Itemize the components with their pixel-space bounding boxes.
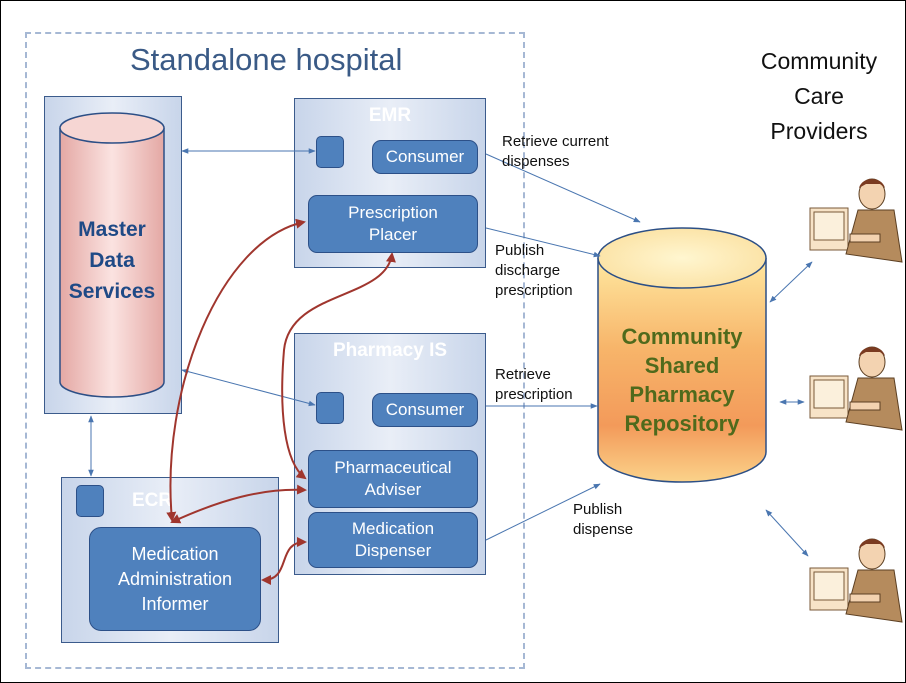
pharmacy-small-component (316, 392, 344, 424)
dispenser-line1: Medication (351, 519, 435, 538)
emr-consumer-box: Consumer (372, 140, 478, 174)
informer-line1: Medication (131, 543, 219, 564)
repository-line1: Community (621, 324, 743, 349)
retrieve-current-dispenses-label: Retrieve current dispenses (502, 132, 609, 172)
master-data-services-label: Master Data Services (60, 214, 164, 307)
arrow-emr-consumer-repo (485, 153, 641, 223)
publish-prescription-line2: discharge (495, 262, 561, 279)
publish-prescription-line3: prescription (495, 282, 573, 299)
arrow-placer-repo (485, 227, 601, 258)
red-arrow-informer-adviser (170, 484, 307, 524)
placer-line2: Placer (368, 225, 418, 244)
retrieve-dispenses-line1: Retrieve current (502, 133, 609, 150)
repository-label: Community Shared Pharmacy Repository (600, 322, 764, 438)
repository-line2: Shared (644, 353, 720, 378)
arrow-repo-provider-1 (769, 261, 813, 303)
pharmacy-consumer-label: Consumer (385, 400, 465, 419)
repository-line3: Pharmacy (629, 382, 735, 407)
community-title-line1: Community (760, 48, 878, 74)
community-title-line3: Providers (770, 118, 868, 144)
emr-consumer-label: Consumer (385, 147, 465, 166)
retrieve-prescription-line1: Retrieve (495, 366, 551, 383)
hospital-boundary (25, 32, 525, 669)
dispenser-line2: Dispenser (354, 541, 432, 560)
repository-cylinder (597, 227, 767, 483)
publish-prescription-line1: Publish (495, 242, 545, 259)
adviser-line1: Pharmaceutical (334, 458, 452, 477)
provider-figure-2 (809, 346, 903, 431)
provider-figure-3 (809, 538, 903, 623)
ecr-small-component (76, 485, 104, 517)
arrow-dispenser-repo (485, 483, 601, 541)
master-data-cylinder (59, 112, 165, 398)
arrow-mds-pharmacy (181, 368, 316, 407)
master-data-line2: Data (89, 249, 135, 272)
informer-line2: Administration (117, 568, 233, 589)
ecr-title: ECR (132, 490, 173, 511)
pharmaceutical-adviser-box: Pharmaceutical Adviser (308, 450, 478, 508)
medication-dispenser-box: Medication Dispenser (308, 512, 478, 568)
informer-line3: Informer (141, 593, 209, 614)
publish-dispense-line1: Publish (573, 501, 623, 518)
red-arrow-placer-adviser (281, 252, 396, 480)
master-data-line1: Master (78, 218, 146, 241)
red-arrow-informer-placer (166, 218, 306, 522)
adviser-line2: Adviser (364, 480, 422, 499)
emr-title: EMR (368, 105, 412, 126)
publish-dispense-line2: dispense (573, 521, 634, 538)
publish-discharge-prescription-label: Publish discharge prescription (495, 241, 573, 301)
arrow-repo-provider-3 (765, 509, 809, 557)
repository-line4: Repository (624, 411, 740, 436)
placer-line1: Prescription (348, 203, 438, 222)
provider-figure-1 (809, 178, 903, 263)
prescription-placer-box: Prescription Placer (308, 195, 478, 253)
community-care-providers-title: Community Care Providers (744, 44, 894, 149)
pharmacy-consumer-box: Consumer (372, 393, 478, 427)
retrieve-prescription-line2: prescription (495, 386, 573, 403)
medication-administration-informer-box: Medication Administration Informer (89, 527, 261, 631)
retrieve-prescription-label: Retrieve prescription (495, 365, 573, 405)
emr-small-component (316, 136, 344, 168)
community-title-line2: Care (794, 83, 844, 109)
red-arrow-informer-dispenser (261, 537, 307, 585)
retrieve-dispenses-line2: dispenses (502, 153, 570, 170)
hospital-title: Standalone hospital (130, 42, 403, 77)
master-data-line3: Services (68, 280, 156, 303)
publish-dispense-label: Publish dispense (573, 500, 633, 540)
